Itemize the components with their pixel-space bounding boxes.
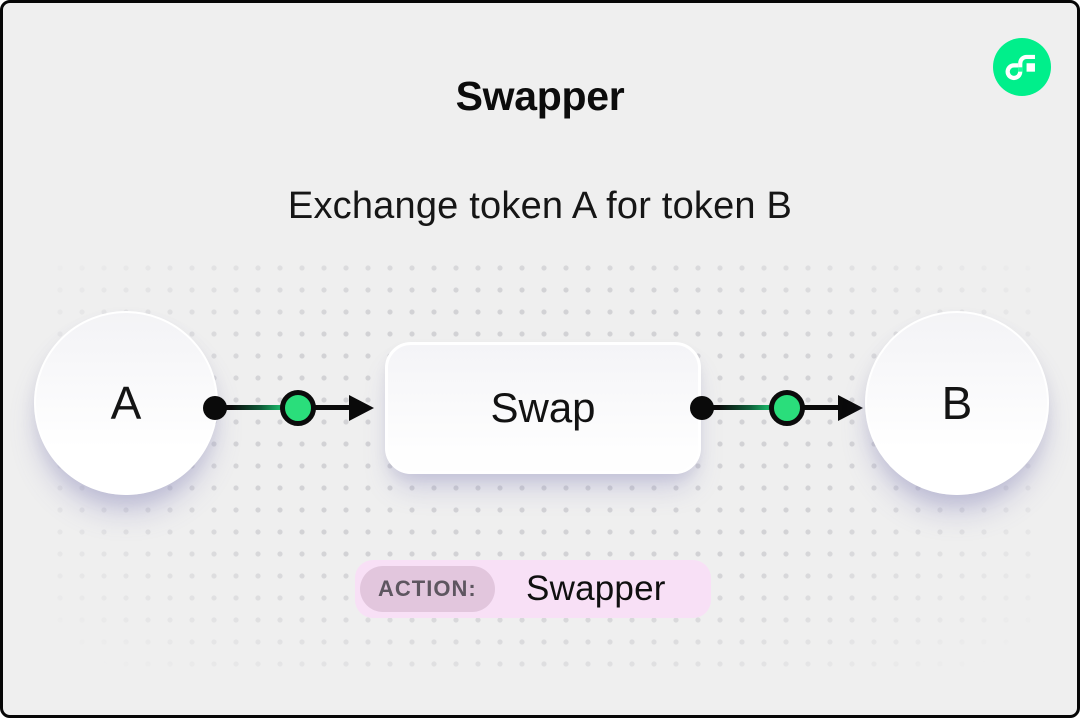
token-b-label: B bbox=[941, 377, 973, 429]
edge-midpoint-dot-icon bbox=[769, 390, 805, 426]
arrowhead-icon bbox=[349, 395, 374, 421]
swap-node-label: Swap bbox=[490, 384, 596, 431]
page-subtitle: Exchange token A for token B bbox=[287, 185, 793, 227]
token-b-node: B bbox=[865, 311, 1049, 495]
page-title: Swapper bbox=[455, 73, 625, 119]
token-a-node: A bbox=[34, 311, 218, 495]
arrowhead-icon bbox=[838, 395, 863, 421]
token-a-label: A bbox=[110, 377, 142, 429]
action-badge-label: ACTION: bbox=[378, 576, 477, 601]
action-badge-label-pill: ACTION: bbox=[360, 566, 495, 612]
swap-node: Swap bbox=[385, 342, 701, 474]
edge-start-dot-icon bbox=[203, 396, 227, 420]
action-badge: ACTION: Swapper bbox=[355, 560, 711, 618]
action-badge-value: Swapper bbox=[526, 569, 666, 608]
edge-start-dot-icon bbox=[690, 396, 714, 420]
flow-logo-icon bbox=[993, 38, 1051, 96]
edge-midpoint-dot-icon bbox=[280, 390, 316, 426]
